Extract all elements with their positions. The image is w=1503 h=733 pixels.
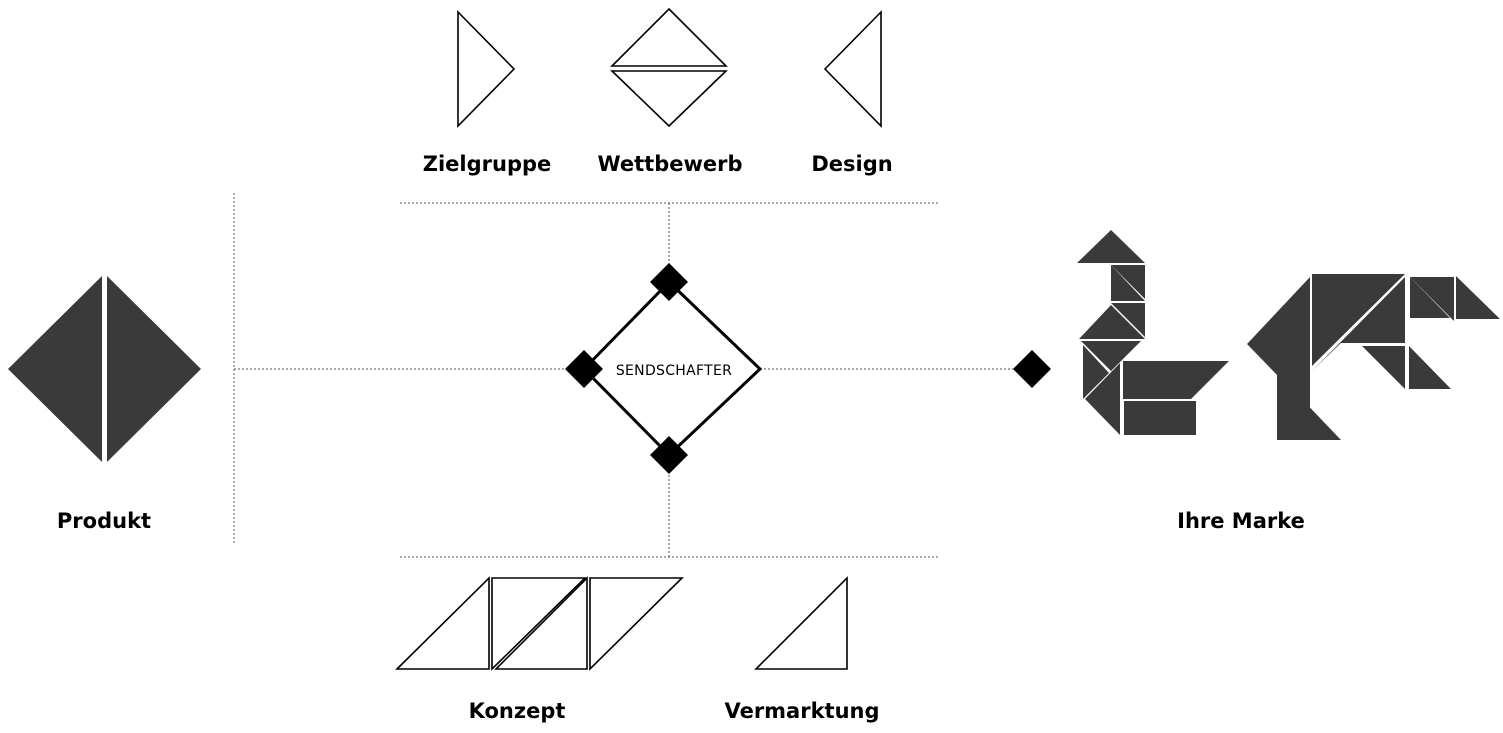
- konzept-shapes-icon: [395, 576, 684, 671]
- label-center: SENDSCHAFTER: [615, 363, 733, 379]
- design-triangle-icon: [823, 10, 882, 128]
- label-zielgruppe: Zielgruppe: [422, 152, 552, 176]
- label-ihre-marke: Ihre Marke: [1177, 509, 1305, 533]
- label-wettbewerb: Wettbewerb: [597, 152, 743, 176]
- tangram-fox-icon: [1247, 274, 1500, 440]
- tangram-swan-icon: [1077, 230, 1229, 435]
- connector-top-icon: [650, 263, 688, 301]
- produkt-diamond-icon: [8, 276, 201, 462]
- vermarktung-triangle-icon: [754, 576, 848, 670]
- connector-left-icon: [565, 350, 603, 388]
- label-produkt: Produkt: [56, 509, 152, 533]
- connector-bottom-icon: [650, 436, 688, 474]
- dotted-guides: [233, 193, 1032, 558]
- connector-right-icon: [1013, 350, 1051, 388]
- center-diamond: [565, 263, 1051, 474]
- label-konzept: Konzept: [468, 699, 566, 723]
- wettbewerb-diamond-icon: [610, 7, 728, 128]
- label-vermarktung: Vermarktung: [724, 699, 880, 723]
- label-design: Design: [811, 152, 893, 176]
- zielgruppe-triangle-icon: [457, 10, 516, 128]
